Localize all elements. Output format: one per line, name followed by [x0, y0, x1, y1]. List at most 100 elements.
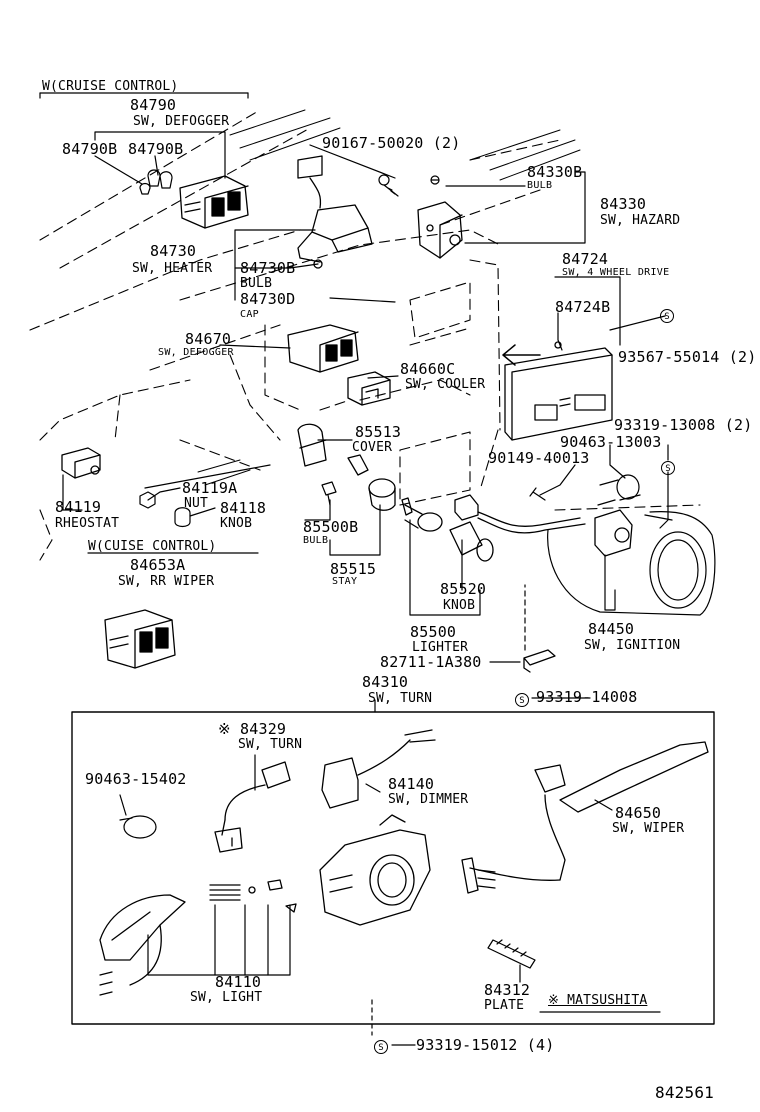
direction-arrow — [502, 344, 541, 366]
name-85513: COVER — [352, 440, 393, 455]
part-84119a: 84119A — [182, 479, 238, 497]
cooler-switch — [347, 371, 391, 406]
part-93319-13008: 93319-13008 (2) — [614, 416, 753, 434]
part-84330b: 84330B — [527, 163, 583, 181]
part-84660c: 84660C — [400, 360, 456, 378]
part-84790b-1: 84790B — [62, 140, 118, 158]
clamp-90463-13003 — [599, 474, 640, 500]
4wd-switch — [504, 341, 613, 441]
part-90463-15402: 90463-15402 — [85, 770, 187, 788]
part-84790: 84790 — [130, 96, 177, 114]
nut-84119a — [139, 491, 156, 509]
name-85500b: BULB — [303, 535, 329, 546]
diagram-id: 842561 — [655, 1083, 714, 1102]
name-84670: SW, DEFOGGER — [158, 347, 234, 358]
ignition-switch — [454, 494, 673, 557]
turn-switch-frame — [71, 711, 715, 1025]
bulb-84790b — [139, 169, 173, 195]
part-84730: 84730 — [150, 242, 197, 260]
part-84110: 84110 — [215, 973, 262, 991]
part-84450: 84450 — [588, 620, 635, 638]
hazard-switch — [417, 201, 463, 259]
s-mark-93319-14008: S — [515, 691, 533, 707]
note-cruise-control-mid: W(CUISE CONTROL) — [88, 539, 217, 554]
defogger-switch-top — [179, 175, 249, 229]
part-85500b: 85500B — [303, 518, 359, 536]
dashboard-outline — [29, 109, 701, 561]
screw-90149 — [529, 487, 546, 501]
part-93319-14008: 93319-14008 — [536, 688, 638, 706]
combination-switch-body — [319, 814, 431, 926]
part-84790b-2: 84790B — [128, 140, 184, 158]
name-84110: SW, LIGHT — [190, 990, 263, 1005]
lighter-knob — [449, 521, 494, 562]
light-switch — [99, 879, 297, 996]
name-84330: SW, HAZARD — [600, 213, 681, 228]
part-93567-55014: 93567-55014 (2) — [618, 348, 757, 366]
part-93319-15012: 93319-15012 (4) — [416, 1036, 555, 1054]
part-82711-1a380: 82711-1A380 — [380, 653, 482, 671]
part-84650: 84650 — [615, 804, 662, 822]
part-84724b: 84724B — [555, 298, 611, 316]
vent-hatch — [197, 459, 251, 486]
name-84312: PLATE — [484, 998, 525, 1013]
name-85500: LIGHTER — [412, 640, 469, 655]
part-85513: 85513 — [355, 423, 402, 441]
name-84724: SW, 4 WHEEL DRIVE — [562, 267, 670, 278]
leader-lines — [39, 92, 669, 1046]
part-84670: 84670 — [185, 330, 232, 348]
name-84730d: CAP — [240, 309, 259, 320]
bulb-85500b — [321, 481, 337, 506]
name-84329: SW, TURN — [238, 737, 303, 752]
part-84119: 84119 — [55, 498, 102, 516]
part-90167-50020: 90167-50020 (2) — [322, 134, 461, 152]
column-housing — [547, 511, 716, 616]
part-84140: 84140 — [388, 775, 435, 793]
name-84310: SW, TURN — [368, 691, 433, 706]
note-matsushita: ※ MATSUSHITA — [548, 993, 648, 1008]
part-84329: ※ 84329 — [218, 720, 287, 738]
rheostat — [61, 447, 101, 479]
name-85520: KNOB — [443, 598, 476, 613]
part-84118: 84118 — [220, 499, 267, 517]
name-84119a: NUT — [184, 496, 209, 511]
lighter-socket — [347, 454, 396, 511]
wiper-switch — [461, 741, 709, 894]
part-84730b: 84730B — [240, 259, 296, 277]
heater-switch — [297, 155, 373, 269]
name-84140: SW, DIMMER — [388, 792, 469, 807]
name-84118: KNOB — [220, 516, 253, 531]
s-mark-93567: S — [660, 307, 678, 323]
s-mark-93319-15012: S — [374, 1038, 392, 1054]
name-84790: SW, DEFOGGER — [133, 114, 230, 129]
part-84310: 84310 — [362, 673, 409, 691]
turn-harness-84329 — [214, 761, 291, 853]
lighter-cover — [297, 423, 327, 467]
connector-82711 — [523, 649, 556, 673]
name-84730b: BULB — [240, 276, 273, 291]
part-85500: 85500 — [410, 623, 457, 641]
part-84653a: 84653A — [130, 556, 186, 574]
part-84330: 84330 — [600, 195, 647, 213]
name-84330b: BULB — [527, 180, 553, 191]
name-84653a: SW, RR WIPER — [118, 574, 215, 589]
part-90463-13003: 90463-13003 — [560, 433, 662, 451]
name-84730: SW, HEATER — [132, 261, 213, 276]
dash-hatch — [229, 109, 581, 181]
name-85515: STAY — [332, 576, 358, 587]
plate-84312 — [487, 939, 536, 969]
lighter-body — [401, 497, 443, 532]
part-90149-40013: 90149-40013 — [488, 449, 590, 467]
knob-84118 — [174, 507, 191, 528]
rr-wiper-switch — [104, 609, 176, 669]
s-mark-93319-13008: S — [661, 459, 679, 475]
part-84730d: 84730D — [240, 290, 296, 308]
part-85520: 85520 — [440, 580, 487, 598]
name-84660c: SW, COOLER — [405, 377, 486, 392]
part-84312: 84312 — [484, 981, 531, 999]
name-84650: SW, WIPER — [612, 821, 685, 836]
clamp-90463-15402 — [119, 815, 157, 839]
part-85515: 85515 — [330, 560, 377, 578]
